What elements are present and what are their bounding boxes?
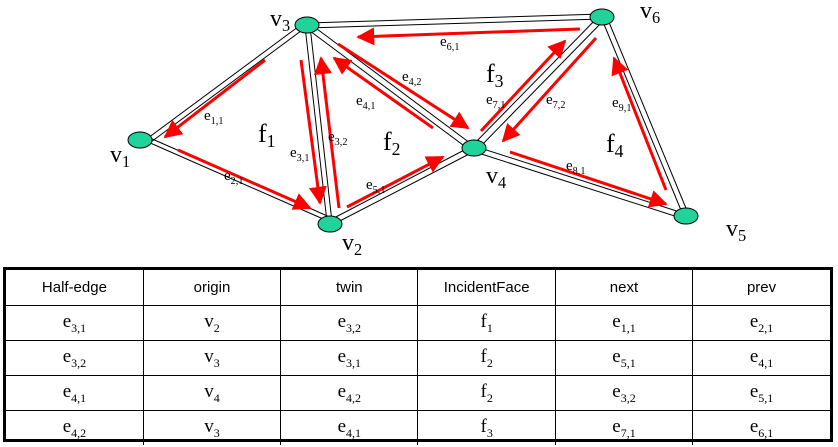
vertex-labels: v1 v2 v3 v4 v5 v6 <box>110 0 746 259</box>
arrow-e32 <box>313 56 341 209</box>
vertex-v6 <box>589 8 615 26</box>
arrow-e31 <box>299 59 327 205</box>
table-cell: e6,1 <box>692 410 830 445</box>
edge-v4-v6 <box>471 14 601 147</box>
arrow-e91 <box>611 56 668 191</box>
table-cell: e3,1 <box>280 340 419 376</box>
edge-v2-v4 <box>329 145 473 221</box>
half-edge-table-container: Half-edge origin twin IncidentFace next … <box>3 267 833 445</box>
vertex-label-v4: v4 <box>486 163 506 192</box>
face-labels: f1 f2 f3 f4 <box>258 59 624 161</box>
edge-v3-v6-inner <box>306 18 603 29</box>
edge-v3-v4 <box>308 22 475 147</box>
vertex-v4 <box>461 139 487 157</box>
half-edge-arrows-group <box>163 27 668 210</box>
half-edge-label-e41: e4,1 <box>356 93 375 112</box>
half-edge-label-e21: e2,1 <box>224 168 243 187</box>
table-cell: e2,1 <box>692 305 830 341</box>
table-header-row: Half-edge origin twin IncidentFace next … <box>6 270 830 306</box>
vertex-v2 <box>317 215 343 233</box>
table-cell: e5,1 <box>554 340 694 376</box>
table-cell: v3 <box>142 340 282 376</box>
table-row: e4,2 v3 e4,1 f3 e7,1 e6,1 <box>6 410 830 445</box>
table-cell: f3 <box>417 410 556 445</box>
edge-v3-v4-inner <box>305 27 472 152</box>
edge-v6-v5-inner <box>605 14 689 214</box>
table-cell: e3,2 <box>554 375 694 411</box>
header-half-edge: Half-edge <box>6 270 144 306</box>
table-cell: v2 <box>142 305 282 341</box>
edge-v1-v3-inner <box>150 24 310 143</box>
arrow-e72 <box>501 36 598 143</box>
table-cell: e4,1 <box>6 375 144 411</box>
edge-v4-v5-inner <box>471 150 685 220</box>
edge-v2-v4-inner <box>331 150 476 226</box>
half-edge-label-e11: e1,1 <box>204 108 223 127</box>
face-label-f2: f2 <box>383 127 401 159</box>
edge-v3-v6 <box>306 13 603 24</box>
table-cell: e7,1 <box>554 410 694 445</box>
table-cell: f2 <box>417 375 556 411</box>
edge-v4-v6-inner <box>476 18 606 151</box>
edge-v1-v3 <box>147 20 307 139</box>
table-cell: v3 <box>142 410 282 445</box>
half-edge-label-e51: e5,1 <box>366 177 385 196</box>
vertex-label-v1: v1 <box>110 142 130 171</box>
vertex-label-v3: v3 <box>270 6 290 35</box>
header-twin: twin <box>280 270 419 306</box>
arrow-e51 <box>346 155 445 209</box>
header-origin: origin <box>142 270 282 306</box>
arrow-e71 <box>479 39 567 133</box>
arrow-e41 <box>332 56 434 130</box>
face-label-f1: f1 <box>258 119 276 151</box>
vertex-label-v5: v5 <box>726 216 746 245</box>
table-cell: f1 <box>417 305 556 341</box>
vertex-dots-group <box>127 8 699 233</box>
table-cell: e3,1 <box>6 305 144 341</box>
arrow-e21 <box>177 148 312 210</box>
table-cell: e4,1 <box>280 410 419 445</box>
table-cell: e4,1 <box>692 340 830 376</box>
half-edge-label-e81: e8,1 <box>566 158 585 177</box>
half-edge-label-e42: e4,2 <box>402 69 421 88</box>
face-label-f4: f4 <box>606 129 624 161</box>
face-label-f3: f3 <box>486 59 504 91</box>
half-edge-label-e32: e3,2 <box>328 129 347 148</box>
half-edge-diagram: v1 v2 v3 v4 v5 v6 f1 f2 f3 f4 e1,1 e2,1 … <box>110 0 746 259</box>
vertex-v5 <box>673 207 699 225</box>
vertex-v1 <box>127 131 153 149</box>
half-edge-table: Half-edge origin twin IncidentFace next … <box>6 270 830 445</box>
half-edge-label-e61: e6,1 <box>440 34 459 53</box>
vertex-v3 <box>294 16 320 34</box>
table-cell: e4,2 <box>6 410 144 445</box>
table-cell: v4 <box>142 375 282 411</box>
edges-group <box>147 13 689 226</box>
table-cell: e5,1 <box>692 375 830 411</box>
table-row: e3,2 v3 e3,1 f2 e5,1 e4,1 <box>6 340 830 376</box>
arrow-e61 <box>356 27 581 46</box>
header-next: next <box>554 270 694 306</box>
arrow-e11 <box>163 58 266 139</box>
edge-v3-v2-inner <box>309 25 333 223</box>
vertex-label-v6: v6 <box>640 0 660 27</box>
table-cell: e4,2 <box>280 375 419 411</box>
half-edge-label-e91: e9,1 <box>612 95 631 114</box>
table-cell: e3,2 <box>6 340 144 376</box>
table-row: e4,1 v4 e4,2 f2 e3,2 e5,1 <box>6 375 830 411</box>
table-cell: e3,2 <box>280 305 419 341</box>
half-edge-label-e31: e3,1 <box>290 145 309 164</box>
table-cell: f2 <box>417 340 556 376</box>
edge-v6-v5 <box>600 16 684 216</box>
table-cell: e1,1 <box>554 305 694 341</box>
vertex-label-v2: v2 <box>342 230 362 259</box>
header-prev: prev <box>692 270 830 306</box>
table-row: e3,1 v2 e3,2 f1 e1,1 e2,1 <box>6 305 830 341</box>
half-edge-labels: e1,1 e2,1 e3,1 e3,2 e4,1 e4,2 e5,1 e6,1 … <box>204 34 631 196</box>
half-edge-label-e71: e7,1 <box>486 92 505 111</box>
arrow-e42 <box>337 42 470 130</box>
header-incident-face: IncidentFace <box>417 270 556 306</box>
half-edge-label-e72: e7,2 <box>546 92 565 111</box>
arrow-e81 <box>509 150 668 208</box>
